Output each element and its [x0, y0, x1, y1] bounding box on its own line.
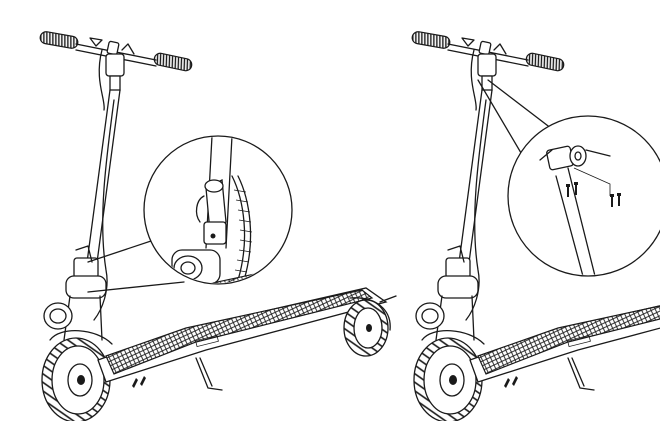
callout-leader-top	[477, 79, 525, 159]
screw-icon	[566, 182, 578, 197]
figure-fold-step	[38, 30, 397, 421]
callout-screw-detail	[507, 115, 660, 277]
callout-leader-bottom	[87, 281, 185, 293]
screw-icon	[610, 193, 621, 207]
callout-leader-bottom	[487, 79, 557, 133]
callout-leader-top	[87, 237, 161, 263]
figure-install-step	[410, 30, 660, 421]
callout-latch-lever-detail	[143, 135, 293, 285]
